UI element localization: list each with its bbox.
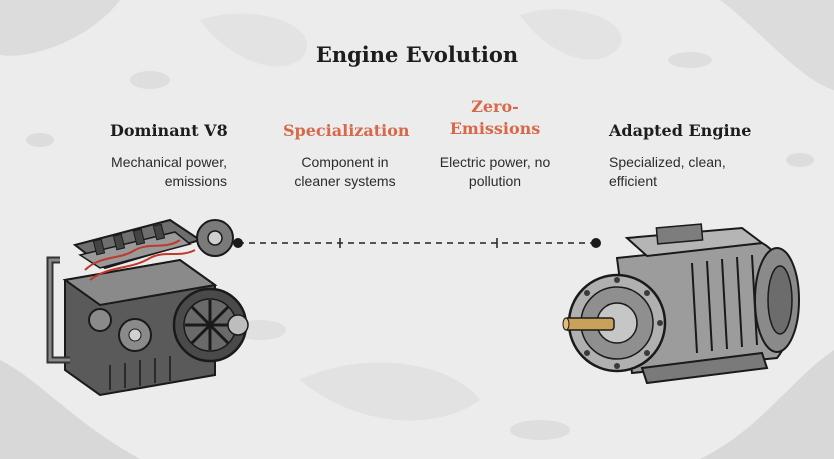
stage-desc-line: cleaner systems — [294, 173, 396, 189]
electric-motor-icon — [562, 223, 800, 385]
stage-heading-dominant-v8: Dominant V8 — [110, 121, 228, 140]
stage-desc-zero-emissions: Electric power, no pollution — [430, 153, 560, 191]
stage-desc-line: Specialized, clean, — [609, 154, 726, 170]
stage-desc-line: efficient — [609, 173, 657, 189]
stage-desc-dominant-v8: Mechanical power, emissions — [109, 153, 227, 191]
stage-desc-line: Component in — [301, 154, 389, 170]
stage-desc-adapted-engine: Specialized, clean, efficient — [609, 153, 749, 191]
stage-desc-line: pollution — [468, 173, 522, 189]
stage-heading-specialization: Specialization — [283, 121, 410, 140]
stage-heading-adapted-engine: Adapted Engine — [609, 121, 752, 140]
stage-heading-line: Emissions — [449, 119, 541, 138]
stage-desc-line: emissions — [164, 173, 227, 189]
page-title: Engine Evolution — [315, 42, 519, 67]
stage-heading-line: Zero- — [471, 97, 519, 116]
v8-engine-icon — [46, 218, 249, 397]
stage-desc-specialization: Component in cleaner systems — [280, 153, 410, 191]
stage-desc-line: Electric power, no — [439, 154, 551, 170]
stage-desc-line: Mechanical power, — [111, 154, 227, 170]
stage-heading-zero-emissions: Zero- Emissions — [430, 96, 560, 140]
